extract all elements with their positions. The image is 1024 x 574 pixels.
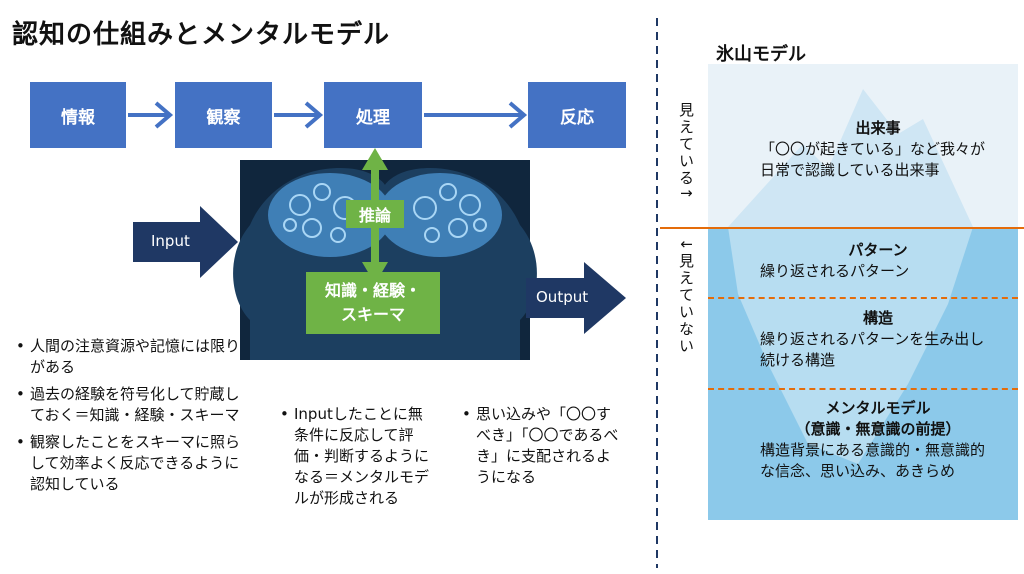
- layer-heading: パターン: [848, 241, 908, 259]
- bullets-left: 人間の注意資源や記憶には限りがある 過去の経験を符号化して貯蔵しておく＝知識・経…: [16, 336, 248, 501]
- iceberg-layer-event: 出来事 「〇〇が起きている」など我々が日常で認識している出来事: [760, 118, 996, 181]
- knowledge-box: 知識・経験・ スキーマ: [306, 272, 440, 334]
- flow-box-info: 情報: [30, 82, 126, 148]
- layer-text: 繰り返されるパターン: [760, 262, 910, 280]
- input-arrow: [133, 206, 238, 278]
- flow-arrow-3: [424, 101, 528, 129]
- bullet-item: 観察したことをスキーマに照らして効率よく反応できるように認知している: [16, 432, 248, 495]
- layer-heading: メンタルモデル: [825, 399, 931, 417]
- layer-subheading: （意識・無意識の前提）: [795, 420, 961, 438]
- flow-arrow-2: [274, 101, 324, 129]
- flow-box-observe: 観察: [175, 82, 272, 148]
- layer-text: 繰り返されるパターンを生み出し続ける構造: [760, 330, 985, 369]
- layer-heading: 構造: [862, 309, 893, 327]
- layer-text: 構造背景にある意識的・無意識的な信念、思い込み、あきらめ: [760, 441, 986, 480]
- bullet-item: 過去の経験を符号化して貯蔵しておく＝知識・経験・スキーマ: [16, 384, 248, 426]
- bullets-middle: Inputしたことに無条件に反応して評価・判断するようになる＝メンタルモデルが形…: [280, 404, 430, 515]
- page-title: 認知の仕組みとメンタルモデル: [12, 20, 391, 50]
- inference-label: 推論: [346, 200, 404, 228]
- bullets-right: 思い込みや「〇〇すべき」「〇〇であるべき」に支配されるようになる: [462, 404, 622, 494]
- visible-label: 見えている↑: [677, 102, 695, 202]
- flow-arrow-1: [128, 101, 174, 129]
- layer-separator: [708, 297, 1018, 299]
- layer-separator: [708, 388, 1018, 390]
- knowledge-label-line2: スキーマ: [340, 305, 405, 324]
- output-arrow: [526, 262, 626, 334]
- iceberg-graphic: [708, 64, 1018, 520]
- iceberg-layer-pattern: パターン 繰り返されるパターン: [760, 240, 996, 282]
- layer-text: 「〇〇が起きている」など我々が日常で認識している出来事: [760, 140, 986, 179]
- flow-box-process: 処理: [324, 82, 422, 148]
- knowledge-label-line1: 知識・経験・: [324, 281, 421, 300]
- iceberg-title: 氷山モデル: [716, 44, 806, 65]
- iceberg-layer-mental-model: メンタルモデル （意識・無意識の前提） 構造背景にある意識的・無意識的な信念、思…: [760, 398, 996, 482]
- section-divider: [656, 18, 658, 568]
- iceberg-layer-structure: 構造 繰り返されるパターンを生み出し続ける構造: [760, 308, 996, 371]
- bullet-item: 思い込みや「〇〇すべき」「〇〇であるべき」に支配されるようになる: [462, 404, 622, 488]
- invisible-label: ↓見えていない: [677, 238, 695, 355]
- input-label: Input: [151, 232, 190, 250]
- bullet-item: Inputしたことに無条件に反応して評価・判断するようになる＝メンタルモデルが形…: [280, 404, 430, 509]
- output-label: Output: [536, 288, 589, 306]
- layer-heading: 出来事: [855, 119, 901, 137]
- bullet-item: 人間の注意資源や記憶には限りがある: [16, 336, 248, 378]
- water-line: [660, 227, 1024, 229]
- flow-box-react: 反応: [528, 82, 626, 148]
